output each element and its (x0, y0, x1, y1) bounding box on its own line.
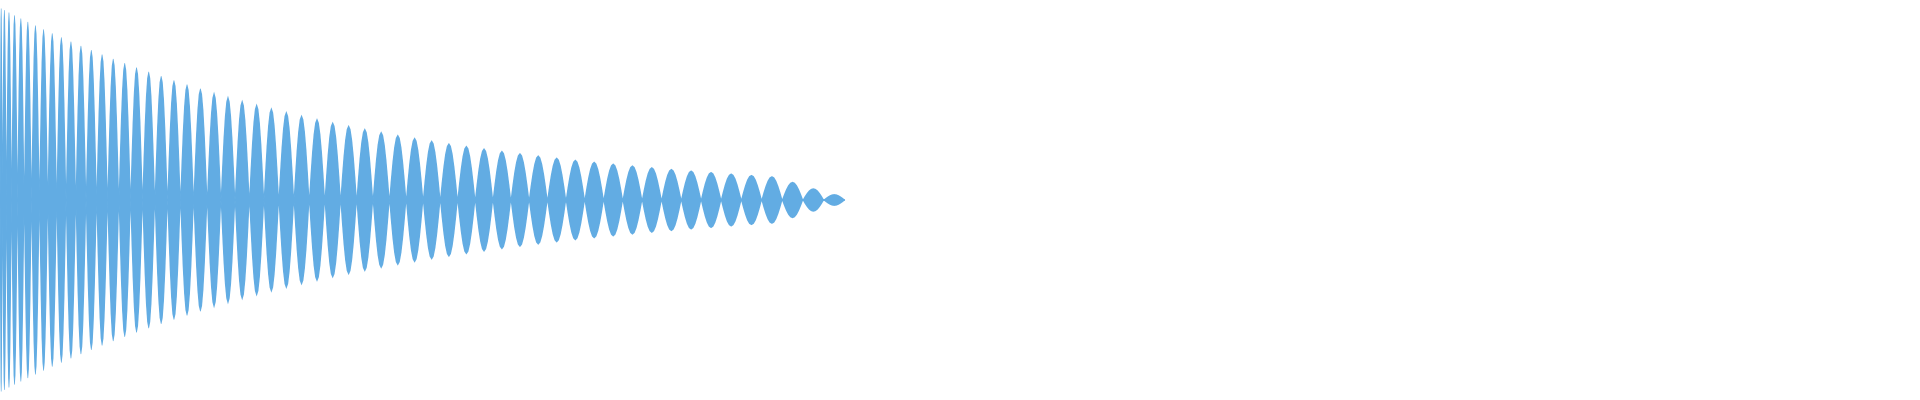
audio-waveform[interactable] (0, 0, 1920, 400)
waveform-view (0, 0, 1920, 400)
